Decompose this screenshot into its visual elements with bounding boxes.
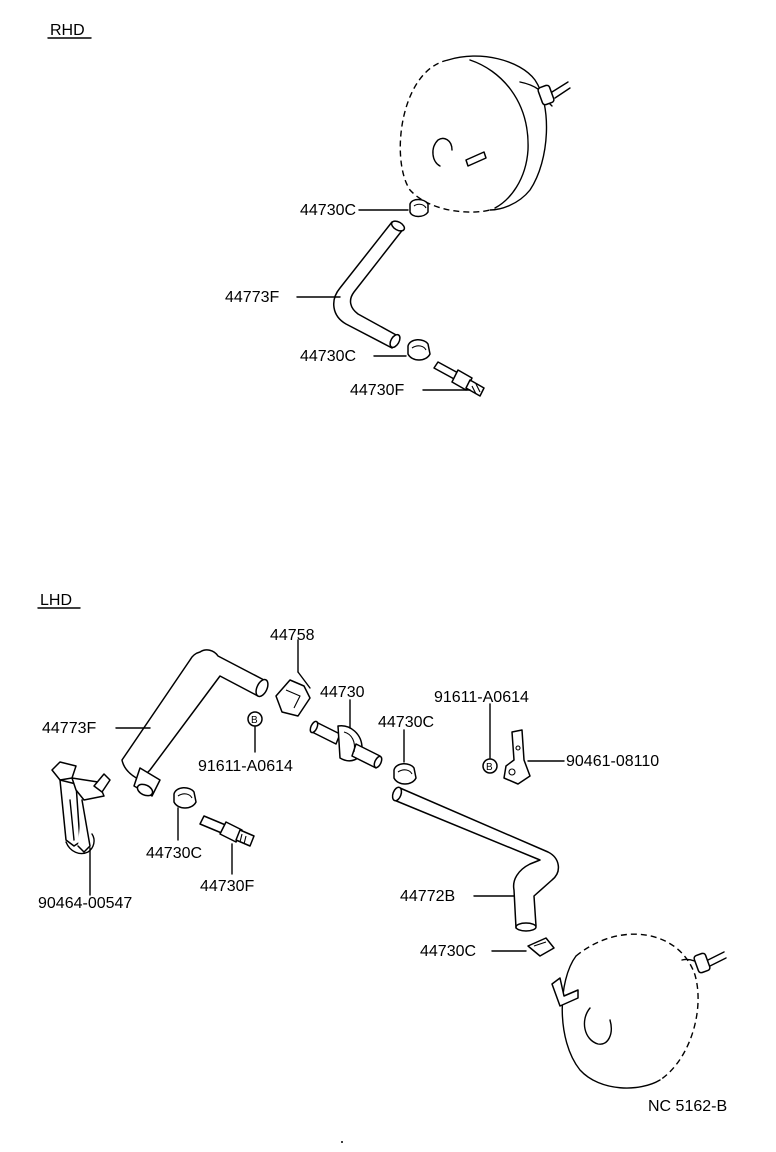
lhd-label-clamp-bottom: 44730C xyxy=(420,943,476,960)
lhd-label-bolt-left: 91611-A0614 xyxy=(198,758,293,775)
rhd-heading-text: RHD xyxy=(50,22,85,39)
lhd-label-clip: 90464-00547 xyxy=(38,895,132,912)
rhd-section-heading: RHD xyxy=(47,22,92,39)
lhd-label-bolt-right: 91611-A0614 xyxy=(434,689,529,706)
lhd-label-hose-right: 44772B xyxy=(400,888,455,905)
bolt-symbol-right: B xyxy=(486,762,493,773)
lhd-check-valve xyxy=(309,720,383,769)
rhd-label-clamp-top: 44730C xyxy=(300,202,356,219)
rhd-hose xyxy=(333,220,406,349)
rhd-label-valve: 44730F xyxy=(350,382,404,399)
rhd-label-clamp-bottom: 44730C xyxy=(300,348,356,365)
lhd-clamp-left xyxy=(173,787,197,809)
lhd-valve-left xyxy=(199,815,255,847)
lhd-bolt-right: B xyxy=(482,758,498,774)
lhd-bracket-small xyxy=(275,671,311,717)
bolt-symbol-left: B xyxy=(251,715,258,726)
rhd-clamp-bottom xyxy=(407,339,431,361)
lhd-brake-booster xyxy=(551,933,727,1089)
rhd-brake-booster xyxy=(399,55,571,213)
rhd-valve-fitting xyxy=(433,361,485,397)
diagram-code: NC 5162-B xyxy=(648,1098,727,1115)
lhd-section-heading: LHD xyxy=(37,592,81,609)
lhd-label-check-valve: 44730 xyxy=(320,684,365,701)
lhd-label-clamp-mid: 44730C xyxy=(378,714,434,731)
lhd-label-bracket-right: 90461-08110 xyxy=(566,753,659,770)
rhd-clamp-top xyxy=(409,198,429,218)
lhd-bolt-left: B xyxy=(247,711,263,727)
lhd-clamp-mid xyxy=(393,763,417,785)
lhd-bracket-right xyxy=(503,729,531,785)
lhd-clamp-bottom xyxy=(527,937,555,957)
lhd-hose-right xyxy=(391,786,560,932)
lhd-label-bracket-small: 44758 xyxy=(270,627,315,644)
lhd-label-clamp-left: 44730C xyxy=(146,845,202,862)
lhd-label-hose-left: 44773F xyxy=(42,720,96,737)
lhd-hose-left xyxy=(121,649,269,797)
lhd-clip-assembly xyxy=(51,761,111,855)
speck-dot xyxy=(341,1141,343,1143)
lhd-label-valve-left: 44730F xyxy=(200,878,254,895)
rhd-label-hose: 44773F xyxy=(225,289,279,306)
lhd-heading-text: LHD xyxy=(40,592,72,609)
